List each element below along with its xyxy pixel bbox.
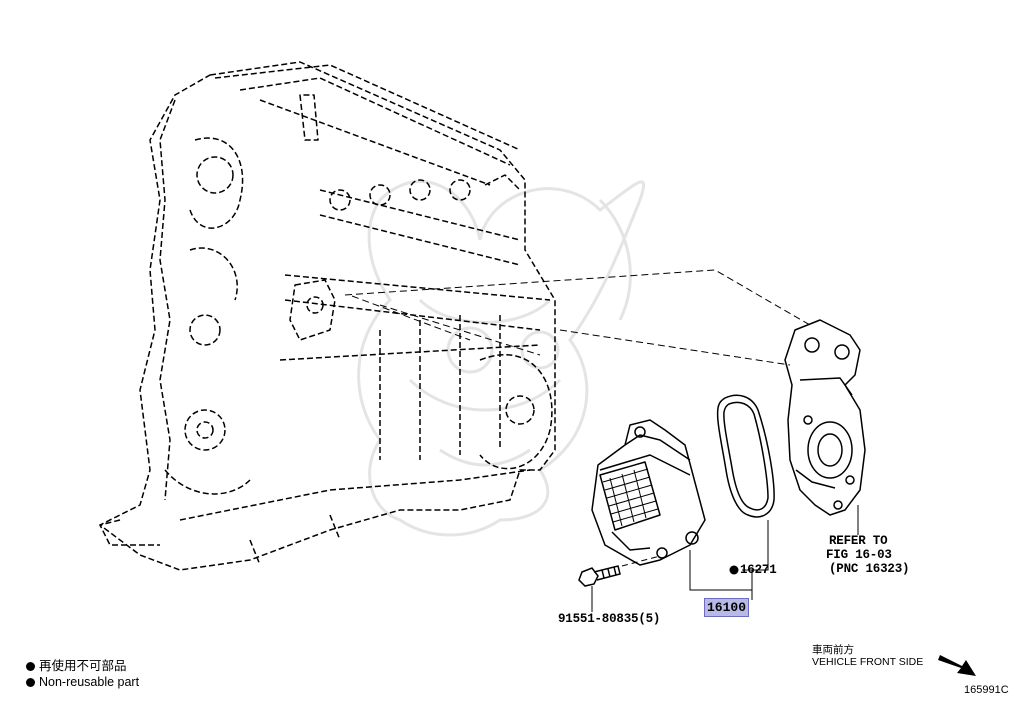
engine-block xyxy=(99,61,556,571)
legend: 再使用不可部品 Non-reusable part xyxy=(26,658,139,690)
figure-code: 165991C xyxy=(964,684,1009,696)
filled-circle-icon xyxy=(26,677,35,687)
part-number-gasket: 16271 xyxy=(740,563,777,577)
part-number-pump-assembly: 16100 xyxy=(704,598,750,617)
gasket xyxy=(716,394,775,518)
legend-row-english: Non-reusable part xyxy=(26,674,139,690)
vehicle-front-japanese: 車両前方 xyxy=(812,644,854,656)
filled-circle-icon xyxy=(26,661,35,671)
refer-note-line1: REFER TO xyxy=(829,534,888,548)
watermark-emblem xyxy=(357,180,646,537)
alignment-lines xyxy=(344,269,811,366)
refer-note-line2: FIG 16-03 xyxy=(826,548,892,562)
arrow-down-right-icon xyxy=(938,655,976,676)
part-number-bolt: 91551-80835(5) xyxy=(558,612,661,626)
bolt xyxy=(578,555,661,587)
legend-row-japanese: 再使用不可部品 xyxy=(26,658,139,674)
vehicle-front-english: VEHICLE FRONT SIDE xyxy=(812,656,924,668)
vehicle-front-label: 車両前方 VEHICLE FRONT SIDE xyxy=(812,644,923,668)
legend-text-japanese: 再使用不可部品 xyxy=(39,659,127,673)
legend-text-english: Non-reusable part xyxy=(39,675,140,689)
water-inlet-housing xyxy=(784,319,866,516)
water-pump-assembly xyxy=(591,419,706,566)
filled-circle-icon xyxy=(729,565,739,575)
leader-lines xyxy=(591,505,859,612)
refer-note-line3: (PNC 16323) xyxy=(829,562,910,576)
